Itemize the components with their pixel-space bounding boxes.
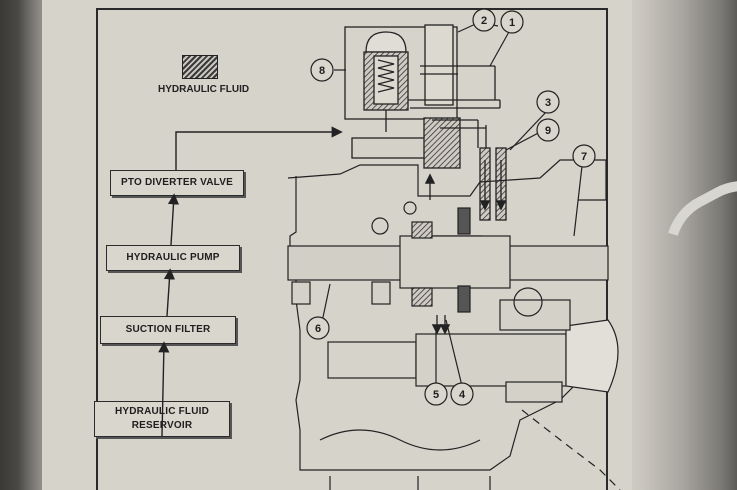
callout-labels: 1 2 3 4 5 6 7 8 9 (315, 15, 587, 401)
callout-label: 1 (509, 17, 515, 29)
gearbox-housing (287, 159, 621, 490)
callout-4 (450, 382, 474, 406)
callout-label: 2 (481, 15, 487, 27)
valve-housing (344, 26, 458, 120)
callout-5 (424, 382, 448, 406)
callout-8 (310, 58, 334, 82)
callout-label: 9 (545, 125, 551, 137)
flow-arrows (158, 126, 343, 437)
box-label: PTO DIVERTER VALVE (121, 177, 233, 188)
valve-assembly (344, 24, 501, 132)
callout-9 (536, 118, 560, 142)
hydraulic-fluid-swatch (182, 55, 218, 79)
callout-label: 3 (545, 97, 551, 109)
callout-label: 7 (581, 151, 587, 163)
box-label: HYDRAULIC PUMP (126, 252, 220, 263)
suction-filter-box: SUCTION FILTER (100, 316, 236, 344)
callout-6 (306, 316, 330, 340)
page-stack-edge (612, 0, 737, 490)
callout-label: 4 (459, 389, 466, 401)
callout-2 (472, 8, 496, 32)
fluid-lines (351, 117, 507, 335)
arrow-filter-to-pump (163, 268, 176, 317)
arrow-reservoir-to-filter (158, 341, 170, 437)
arrow-pump-to-pto (167, 193, 180, 246)
box-label: SUCTION FILTER (125, 324, 211, 335)
legend-label: HYDRAULIC FLUID (158, 84, 250, 95)
callout-3 (536, 90, 560, 114)
callout-label: 5 (433, 389, 439, 401)
callouts (306, 8, 596, 406)
callout-7 (572, 144, 596, 168)
arrow-pto-to-valve (175, 126, 343, 170)
callout-label: 6 (315, 323, 321, 335)
pto-diverter-valve-box: PTO DIVERTER VALVE (110, 170, 244, 196)
callout-1 (500, 10, 524, 34)
callout-label: 8 (319, 65, 325, 77)
